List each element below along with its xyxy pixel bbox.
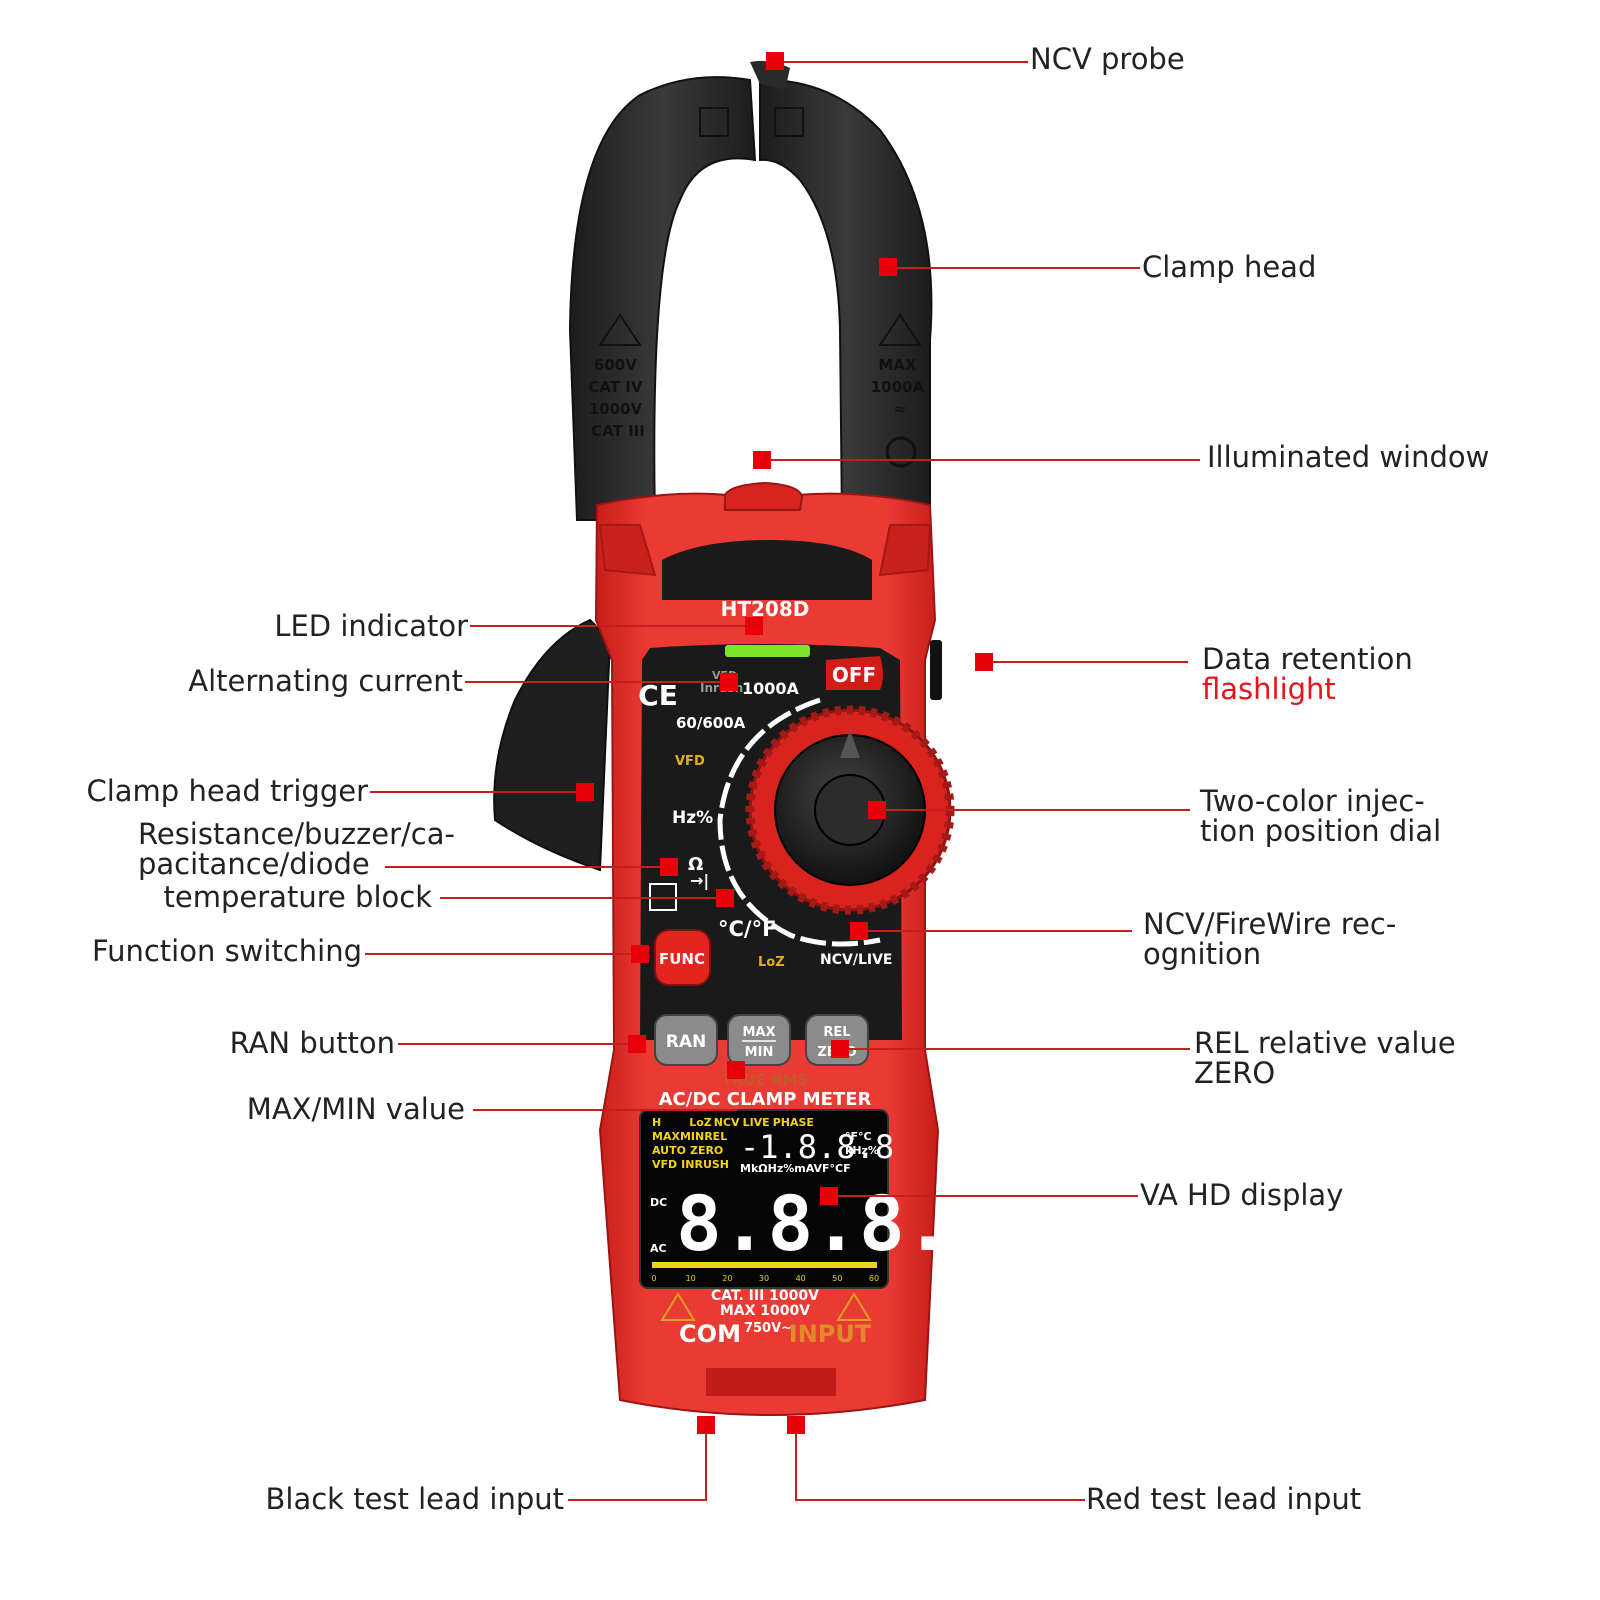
dial-range-high: 1000A <box>742 679 800 698</box>
label-ran-button: RAN button <box>229 1026 395 1060</box>
com-label: COM <box>679 1320 741 1348</box>
dial-ncv: NCV/LIVE <box>820 952 892 968</box>
clamp-head-trigger[interactable] <box>493 618 612 872</box>
dial-scale-arc <box>717 697 881 947</box>
label-two-color-dial: Two-color injec- tion position dial <box>1200 784 1442 848</box>
dial-vfd: VFD <box>675 754 705 769</box>
scale-tick-label: 50 <box>832 1274 842 1283</box>
leader-lines <box>365 61 1200 1501</box>
svg-text:°F°C: °F°C <box>845 1130 872 1143</box>
clamp-head: 600V CAT IV 1000V CAT III MAX 1000A ≈ <box>568 60 933 521</box>
scale-tick-label: 40 <box>796 1274 806 1283</box>
label-temperature: temperature block <box>163 880 432 914</box>
label-rel-zero: REL relative value ZERO <box>1194 1026 1456 1090</box>
cat-rating: CAT. III 1000V <box>711 1288 819 1304</box>
maxmin-button[interactable]: MAX MIN <box>727 1014 791 1066</box>
svg-text:MAXMINREL: MAXMINREL <box>652 1130 727 1143</box>
dial-loz: LoZ <box>758 955 785 970</box>
model-label: HT208D <box>721 597 810 621</box>
meter-title: AC/DC CLAMP METER <box>659 1089 872 1110</box>
led-indicator <box>725 645 810 657</box>
svg-text:FUNC: FUNC <box>659 950 705 968</box>
label-data-retention: Data retention flashlight <box>1202 642 1413 706</box>
ce-mark: CE <box>638 679 678 712</box>
diode-icon: →| <box>690 871 709 891</box>
label-va-display: VA HD display <box>1140 1178 1344 1212</box>
svg-text:MIN: MIN <box>745 1045 774 1060</box>
secondary-readout: -1.8.8.8 <box>740 1128 894 1166</box>
label-clamp-trigger: Clamp head trigger <box>86 774 368 808</box>
svg-text:REL: REL <box>823 1025 850 1040</box>
label-led-indicator: LED indicator <box>274 609 468 643</box>
scale-tick-label: 30 <box>759 1274 769 1283</box>
func-button[interactable]: FUNC <box>654 929 711 986</box>
warning-icon-left <box>660 1292 696 1321</box>
label-maxmin-value: MAX/MIN value <box>246 1092 465 1126</box>
label-clamp-head: Clamp head <box>1142 250 1317 284</box>
label-black-lead: Black test lead input <box>265 1482 564 1516</box>
label-ncv-firewire: NCV/FireWire rec- ognition <box>1143 907 1397 971</box>
svg-text:DC: DC <box>650 1196 667 1209</box>
svg-text:MAX: MAX <box>742 1025 775 1040</box>
meter-body: HT208D OFF CE VFD Inrush 1000A 60/600A V… <box>594 481 996 1416</box>
scale-tick-label: 10 <box>686 1274 696 1283</box>
warning-icon-right <box>836 1292 872 1321</box>
callout-markers <box>576 52 993 1434</box>
label-illuminated-window: Illuminated window <box>1207 440 1490 474</box>
scale-tick-label: 20 <box>722 1274 732 1283</box>
label-function-switching: Function switching <box>92 934 362 968</box>
dial-temp: °C/°F <box>718 917 776 941</box>
label-red-lead: Red test lead input <box>1086 1482 1362 1516</box>
label-alternating-current: Alternating current <box>188 664 463 698</box>
dial-range-low: 60/600A <box>676 714 746 732</box>
svg-text:AC: AC <box>650 1242 667 1255</box>
svg-text:RAN: RAN <box>666 1032 706 1052</box>
bar-graph <box>652 1262 877 1268</box>
scale-tick-label: 60 <box>869 1274 879 1283</box>
label-resistance: Resistance/buzzer/ca- pacitance/diode <box>138 817 455 881</box>
label-ncv-probe: NCV probe <box>1030 42 1185 76</box>
svg-text:kHz%: kHz% <box>845 1144 879 1157</box>
max-rating: MAX 1000V <box>720 1303 810 1319</box>
v750-label: 750V~ <box>744 1321 792 1336</box>
jaw-rating-left: 600V CAT IV 1000V CAT III <box>588 356 647 440</box>
off-label: OFF <box>832 663 876 687</box>
jaw-rating-right: MAX 1000A ≈ <box>871 356 930 418</box>
dial-ohm: Ω <box>688 854 703 875</box>
dial-hz: Hz% <box>672 808 713 828</box>
two-color-dial[interactable] <box>745 705 955 915</box>
input-label: INPUT <box>789 1320 872 1348</box>
ran-button[interactable]: RAN <box>654 1014 718 1066</box>
svg-text:MkΩHz%mAVF°CF: MkΩHz%mAVF°CF <box>740 1162 851 1175</box>
scale-tick-label: 0 <box>651 1274 656 1283</box>
